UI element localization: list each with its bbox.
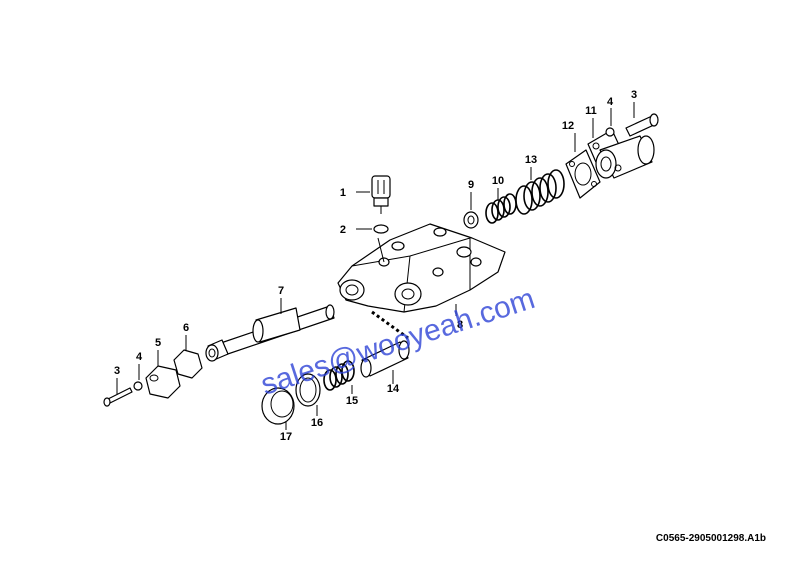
screw-3-right — [625, 113, 659, 137]
seal-ring-16 — [295, 373, 321, 407]
callout-9: 9 — [468, 179, 474, 191]
callout-numbers: 1 2 3 4 5 6 7 8 9 10 13 12 11 4 3 14 15 … — [114, 89, 637, 443]
cylinder-cover-11 — [587, 129, 655, 179]
callout-14: 14 — [387, 383, 400, 395]
sleeve-14 — [360, 340, 410, 378]
cover-plate-5 — [145, 365, 181, 399]
callout-3-right: 3 — [631, 89, 637, 101]
reference-code: C0565-2905001298.A1b — [655, 533, 766, 544]
callout-1: 1 — [340, 187, 346, 199]
washer-4-right — [605, 127, 615, 137]
sensor — [371, 175, 391, 214]
callout-6: 6 — [183, 322, 189, 334]
washer-4-left — [133, 381, 143, 391]
callout-2: 2 — [340, 224, 346, 236]
callout-5: 5 — [155, 337, 161, 349]
spool — [205, 304, 335, 362]
cover-6 — [173, 349, 203, 379]
callout-11: 11 — [585, 105, 597, 117]
callout-10: 10 — [492, 175, 504, 187]
callout-4-right: 4 — [607, 96, 614, 108]
callout-4-left: 4 — [136, 351, 143, 363]
spring-10 — [485, 193, 517, 224]
callout-17: 17 — [280, 431, 292, 443]
callout-12: 12 — [562, 120, 574, 132]
valve-body — [337, 223, 506, 313]
gasket-12 — [565, 149, 601, 199]
cap-17 — [261, 387, 295, 425]
callout-13: 13 — [525, 154, 537, 166]
leader-lines — [116, 102, 635, 430]
callout-16: 16 — [311, 417, 323, 429]
o-ring-2 — [373, 224, 389, 234]
callout-3-left: 3 — [114, 365, 120, 377]
spring-15 — [323, 360, 355, 391]
screw-3-left — [103, 387, 133, 407]
assembly-dotted-line — [371, 310, 409, 340]
callout-7: 7 — [278, 285, 284, 297]
spring-13 — [515, 169, 565, 215]
callout-15: 15 — [346, 395, 358, 407]
callout-8: 8 — [457, 319, 463, 331]
washer-9 — [463, 211, 479, 229]
